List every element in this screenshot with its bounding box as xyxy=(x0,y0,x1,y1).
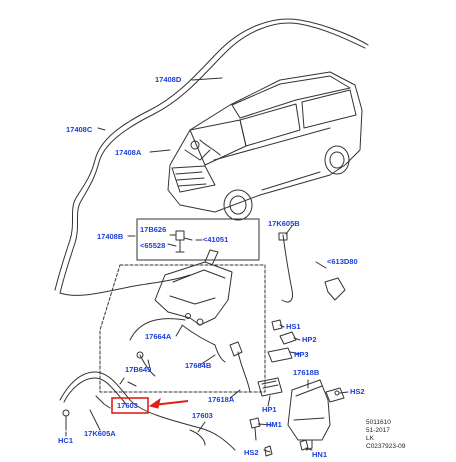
reservoir-frame xyxy=(99,264,266,393)
callout-17618A[interactable]: 17618A xyxy=(208,395,235,404)
callout-41051[interactable]: <41051 xyxy=(203,235,229,244)
callout-17618B[interactable]: 17618B xyxy=(293,368,320,377)
callout-17603-selected[interactable]: 17603 xyxy=(117,401,138,410)
callout-HP1[interactable]: HP1 xyxy=(262,405,277,414)
callout-HN1[interactable]: HN1 xyxy=(312,450,328,459)
roof-washer-hose-inner xyxy=(59,22,366,294)
callout-17K605B[interactable]: 17K605B xyxy=(268,219,300,228)
washer-jet-613D80 xyxy=(324,277,346,301)
part-HS1 xyxy=(271,319,283,331)
reference-line-2: 51-2017 xyxy=(366,427,390,435)
callout-HP2[interactable]: HP2 xyxy=(302,335,317,344)
roof-washer-hose xyxy=(54,18,369,291)
callout-HP3[interactable]: HP3 xyxy=(294,350,309,359)
hose-17664A xyxy=(129,318,186,341)
pump-bracket xyxy=(257,377,283,397)
hose-17603 xyxy=(59,371,236,451)
callout-17B626[interactable]: 17B626 xyxy=(140,225,167,234)
callout-17408D[interactable]: 17408D xyxy=(155,75,182,84)
callout-17408C[interactable]: 17408C xyxy=(66,125,93,134)
callout-17B649[interactable]: 17B649 xyxy=(125,365,152,374)
callout-HS2-upper[interactable]: HS2 xyxy=(350,387,365,396)
reference-line-4: C0237923-09 xyxy=(366,443,406,451)
washer-reservoir xyxy=(154,261,233,326)
callout-65528[interactable]: <65528 xyxy=(140,241,166,250)
callout-17408A[interactable]: 17408A xyxy=(115,148,142,157)
headlamp-washer-hose xyxy=(281,234,293,303)
sensor-HS2 xyxy=(325,387,345,403)
vehicle-outline xyxy=(167,71,363,221)
nozzle-detail-box xyxy=(136,218,260,261)
callout-613D80[interactable]: <613D80 xyxy=(327,257,358,266)
hose-17664B xyxy=(181,324,226,363)
washer-pump-17618B xyxy=(287,379,331,441)
callout-HM1[interactable]: HM1 xyxy=(266,420,282,429)
callout-17603[interactable]: 17603 xyxy=(192,411,213,420)
callout-17408B[interactable]: 17408B xyxy=(97,232,124,241)
callout-HC1[interactable]: HC1 xyxy=(58,436,74,445)
part-HP2 xyxy=(279,331,297,345)
callout-17K605A[interactable]: 17K605A xyxy=(84,429,116,438)
callout-17664B[interactable]: 17664B xyxy=(185,361,212,370)
callout-HS2-lower[interactable]: HS2 xyxy=(244,448,259,457)
reference-line-3: LK xyxy=(366,435,374,443)
selected-callout-box xyxy=(111,397,149,414)
part-HP3 xyxy=(267,347,293,363)
hose-to-reservoir xyxy=(59,274,191,296)
highlight-arrow-head xyxy=(148,397,161,409)
drawing-reference: 5011610 51-2017 LK C0237923-09 xyxy=(366,419,405,452)
reference-line-1: 5011610 xyxy=(366,419,391,426)
callout-HS1[interactable]: HS1 xyxy=(286,322,301,331)
callout-17664A[interactable]: 17664A xyxy=(145,332,172,341)
